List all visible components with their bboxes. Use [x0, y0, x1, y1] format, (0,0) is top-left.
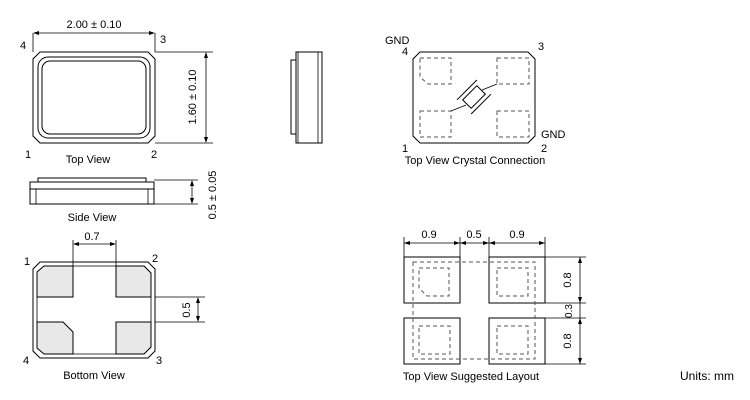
- bottom-pad-3: [115, 321, 152, 355]
- top-view-title: Top View: [66, 154, 110, 166]
- bottom-pad-2: [115, 265, 152, 298]
- bottom-view-pin-3: 3: [156, 355, 162, 367]
- suggested-layout-view: 0.9 0.5 0.9 0.8 0.3 0.8 Top View Suggest…: [403, 229, 586, 383]
- bottom-view-pin-4: 4: [23, 355, 29, 367]
- top-view-pin-3: 3: [160, 34, 166, 46]
- top-view-pin-2: 2: [151, 149, 157, 161]
- gnd-label-top: GND: [385, 35, 410, 47]
- bottom-pad-4: [36, 321, 74, 355]
- bottom-view-pin-1: 1: [24, 256, 30, 268]
- dimension-layout-width-2: 0.9: [509, 229, 524, 241]
- bottom-view-pin-2: 2: [152, 253, 158, 265]
- dimension-layout-height-1: 0.8: [562, 272, 574, 287]
- crystal-pin-3: 3: [538, 41, 544, 53]
- top-view-pin-4: 4: [20, 40, 26, 52]
- dimension-width: 2.00 ± 0.10: [67, 19, 122, 31]
- dimension-layout-gap: 0.5: [466, 229, 481, 241]
- crystal-pin-4: 4: [402, 46, 408, 58]
- dimension-bottom-pad: 0.5: [181, 302, 193, 317]
- top-view-pin-1: 1: [25, 149, 31, 161]
- dimension-layout-width-1: 0.9: [421, 229, 436, 241]
- dimension-thickness: 0.5 ± 0.05: [207, 171, 219, 220]
- units-label: Units: mm: [680, 369, 734, 383]
- bottom-pad-1: [36, 265, 74, 298]
- end-view: [290, 51, 323, 144]
- land-pad-2: [488, 256, 546, 304]
- top-view: 2.00 ± 0.10 1.60 ± 0.10 4 3 1 2 Top View: [20, 19, 213, 166]
- dimension-layout-gap-vertical: 0.3: [564, 304, 575, 318]
- crystal-connection-title: Top View Crystal Connection: [405, 155, 545, 167]
- bottom-view: 0.7 0.5 1 2 4 3 Bottom View: [23, 231, 205, 382]
- land-pad-3: [488, 317, 546, 365]
- side-view-title: Side View: [68, 212, 117, 224]
- dimension-bottom-pitch: 0.7: [84, 231, 99, 243]
- gnd-label-bottom: GND: [541, 129, 566, 141]
- crystal-pin-2: 2: [541, 143, 547, 155]
- crystal-pin-1: 1: [402, 143, 408, 155]
- side-view: 0.5 ± 0.05 Side View: [29, 171, 219, 224]
- suggested-layout-title: Top View Suggested Layout: [403, 371, 539, 383]
- land-pad-1: [403, 256, 461, 304]
- crystal-connection-view: GND 4 3 1 2 GND Top View Crystal Connect…: [385, 35, 566, 167]
- dimension-height: 1.60 ± 0.10: [187, 70, 199, 125]
- land-pad-4: [403, 317, 461, 365]
- dimension-layout-height-2: 0.8: [562, 333, 574, 348]
- bottom-view-title: Bottom View: [63, 370, 125, 382]
